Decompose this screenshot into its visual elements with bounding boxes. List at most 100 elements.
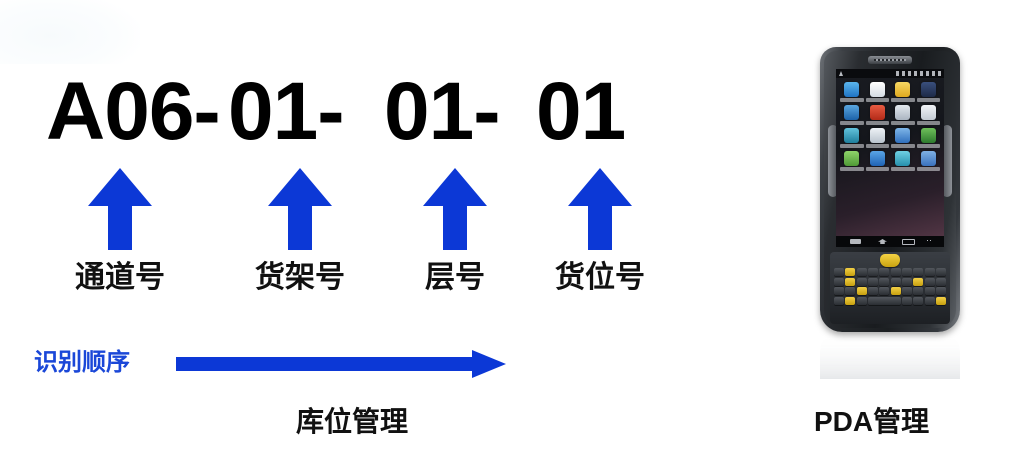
key — [902, 296, 912, 305]
part-labels: 通道号 货架号 层号 货位号 — [0, 252, 700, 296]
key — [834, 268, 844, 276]
up-arrow-icon-bin — [568, 168, 632, 250]
background-watermark — [0, 0, 140, 64]
arrow-head — [88, 168, 152, 206]
key — [924, 277, 935, 286]
key — [913, 296, 924, 305]
pda-body — [820, 47, 960, 332]
pda-side-grip-right — [942, 125, 952, 197]
key — [879, 268, 890, 276]
key — [890, 277, 901, 286]
pda-reflection — [820, 333, 960, 379]
key — [879, 287, 890, 295]
recognition-order: 识别顺序 — [0, 340, 700, 386]
arrow-head — [268, 168, 332, 206]
app-icon-tools[interactable] — [865, 151, 889, 171]
pointer-arrows — [0, 168, 700, 252]
key — [856, 268, 867, 276]
key — [913, 287, 924, 295]
key — [936, 277, 946, 286]
code-segment-aisle: A06- — [46, 66, 242, 157]
key — [913, 277, 924, 286]
app-icon-clock[interactable] — [865, 105, 889, 125]
arrow-stem — [588, 204, 612, 250]
right-arrow-icon — [176, 350, 516, 378]
pda-status-bar — [836, 69, 944, 78]
part-label-aisle: 通道号 — [75, 261, 165, 294]
key — [890, 268, 901, 276]
key — [879, 277, 890, 286]
home-icon[interactable] — [878, 239, 887, 244]
arrow-stem — [288, 204, 312, 250]
app-icon-files[interactable] — [891, 82, 915, 102]
pda-app-grid — [840, 82, 940, 171]
arrow-stem — [443, 204, 467, 250]
key — [845, 287, 856, 295]
part-label-layer: 层号 — [425, 261, 485, 294]
pda-keypad — [830, 252, 950, 324]
up-arrow-icon-shelf — [268, 168, 332, 250]
key — [845, 277, 856, 286]
app-icon-phone[interactable] — [840, 82, 864, 102]
code-segment-bin: 01 — [536, 66, 626, 157]
part-label-shelf: 货架号 — [255, 261, 345, 294]
status-notification-icon — [839, 71, 843, 76]
location-code: A06- 01- 01- 01 — [46, 66, 686, 158]
app-icon-calendar[interactable] — [916, 82, 940, 102]
app-icon-browser[interactable] — [840, 105, 864, 125]
key — [902, 277, 912, 286]
key — [856, 287, 867, 295]
key — [902, 268, 912, 276]
app-icon-scanner[interactable] — [891, 151, 915, 171]
app-icon-messages[interactable] — [865, 82, 889, 102]
key — [924, 287, 935, 295]
key — [936, 268, 946, 276]
code-segment-shelf: 01- — [228, 66, 366, 157]
recognition-order-label: 识别顺序 — [34, 349, 130, 376]
arrow-stem — [108, 204, 132, 250]
pda-speaker-grille — [868, 56, 912, 64]
key — [834, 296, 844, 305]
app-icon-settings[interactable] — [916, 105, 940, 125]
key — [868, 277, 878, 286]
up-arrow-icon-layer — [423, 168, 487, 250]
recents-icon[interactable] — [902, 239, 915, 245]
app-icon-gallery[interactable] — [891, 105, 915, 125]
pda-key-rows — [834, 268, 946, 305]
caption-pda-management: PDA管理 — [814, 406, 930, 437]
more-icon[interactable] — [926, 239, 933, 244]
app-icon-maps[interactable] — [916, 128, 940, 148]
key — [834, 287, 844, 295]
pda-navigation-bar — [836, 236, 944, 247]
app-icon-notes[interactable] — [840, 151, 864, 171]
key — [868, 268, 878, 276]
caption-location-management: 库位管理 — [296, 406, 409, 437]
arrow-shaft — [176, 357, 476, 371]
key — [936, 287, 946, 295]
space-key — [868, 296, 901, 305]
key — [902, 287, 912, 295]
pda-device-image — [806, 47, 974, 379]
app-icon-search[interactable] — [865, 128, 889, 148]
arrow-head — [423, 168, 487, 206]
status-indicators-icon — [896, 71, 942, 76]
part-label-bin: 货位号 — [555, 261, 645, 294]
app-icon-store[interactable] — [916, 151, 940, 171]
code-segment-layer: 01- — [384, 66, 522, 157]
pda-screen — [836, 69, 944, 247]
key — [924, 268, 935, 276]
app-icon-compass[interactable] — [840, 128, 864, 148]
key — [924, 296, 935, 305]
key — [845, 296, 856, 305]
key — [845, 268, 856, 276]
key — [834, 277, 844, 286]
key — [936, 296, 946, 305]
scan-key[interactable] — [880, 254, 900, 267]
key — [856, 296, 867, 305]
key — [856, 277, 867, 286]
key — [913, 268, 924, 276]
app-icon-photos[interactable] — [891, 128, 915, 148]
menu-icon[interactable] — [850, 239, 861, 244]
arrow-head — [568, 168, 632, 206]
